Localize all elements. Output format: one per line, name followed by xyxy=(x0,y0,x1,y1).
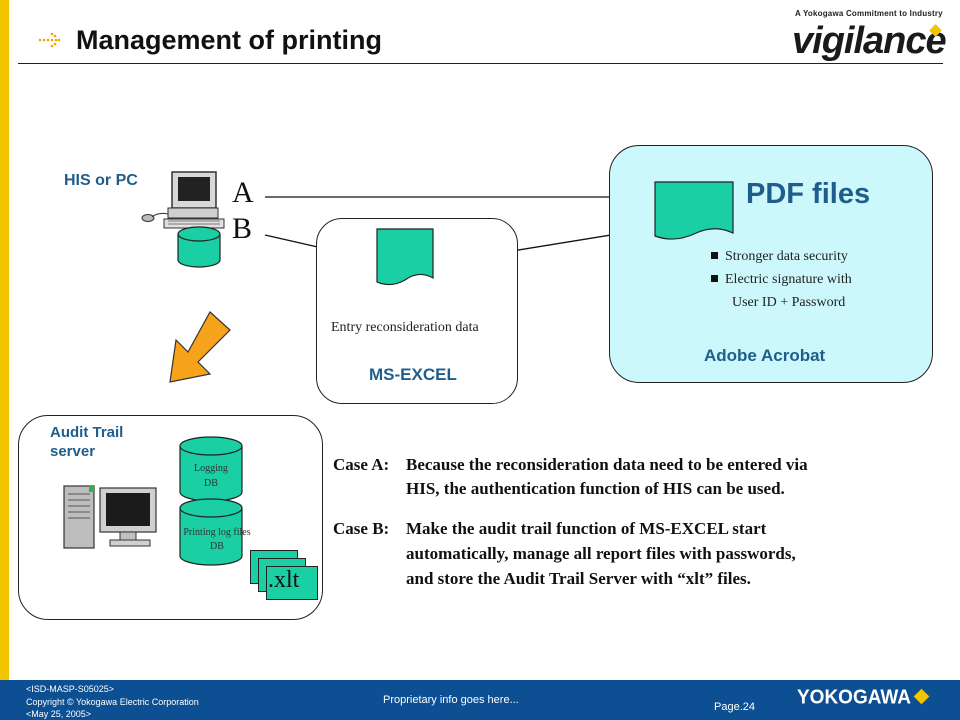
case-a-heading: Case A: xyxy=(333,455,390,474)
pdf-files-title: PDF files xyxy=(746,178,871,210)
bullet-continuation: User ID + Password xyxy=(732,295,846,310)
xlt-file-front: .xlt xyxy=(266,566,318,600)
case-a-marker: A xyxy=(232,176,254,209)
server-computer-icon xyxy=(63,485,157,549)
case-b-line: Make the audit trail function of MS-EXCE… xyxy=(406,519,767,538)
his-pc-label: HIS or PC xyxy=(64,172,138,189)
bullet-item: Electric signature with xyxy=(711,272,852,288)
page-title: Management of printing xyxy=(76,25,382,55)
footer-copyright: Copyright © Yokogawa Electric Corporatio… xyxy=(26,697,199,707)
case-b-heading: Case B: xyxy=(333,519,390,538)
footer-date: <May 25, 2005> xyxy=(26,709,92,719)
excel-document-icon xyxy=(376,228,434,286)
database-stack-icon xyxy=(179,436,243,566)
xlt-extension-label: .xlt xyxy=(268,567,300,593)
logo-tagline: A Yokogawa Commitment to Industry xyxy=(795,9,943,18)
ms-excel-label: MS-EXCEL xyxy=(369,365,457,384)
pdf-document-icon xyxy=(654,181,734,240)
case-b-line: and store the Audit Trail Server with “x… xyxy=(406,569,751,588)
footer-doc-id: <ISD-MASP-S05025> xyxy=(26,684,115,694)
vigilance-logo: vigilance xyxy=(792,20,947,62)
case-b-marker: B xyxy=(232,212,253,245)
entry-data-label: Entry reconsideration data xyxy=(331,320,479,335)
case-b-line: automatically, manage all report files w… xyxy=(406,544,796,563)
printing-db-sublabel: DB xyxy=(210,541,224,552)
footer-page-number: Page.24 xyxy=(714,701,755,713)
title-divider xyxy=(18,63,943,64)
adobe-acrobat-label: Adobe Acrobat xyxy=(704,346,826,365)
yokogawa-logo: YOKOGAWA xyxy=(797,686,912,709)
case-a-line: HIS, the authentication function of HIS … xyxy=(406,479,785,498)
bullet-item: Stronger data security xyxy=(711,249,848,265)
footer-bar xyxy=(0,680,960,720)
logging-db-sublabel: DB xyxy=(204,478,218,489)
left-accent-bar xyxy=(0,0,9,720)
down-left-arrow-icon xyxy=(169,311,231,383)
printing-db-label: Printing log files xyxy=(183,527,251,538)
case-a-line: Because the reconsideration data need to… xyxy=(406,455,808,474)
audit-server-label: server xyxy=(50,443,96,460)
his-workstation-icon xyxy=(141,171,225,268)
dotted-arrow-icon xyxy=(38,32,61,48)
footer-proprietary-text: Proprietary info goes here... xyxy=(383,694,519,706)
logging-db-label: Logging xyxy=(194,463,228,474)
audit-trail-label: Audit Trail xyxy=(50,424,124,441)
